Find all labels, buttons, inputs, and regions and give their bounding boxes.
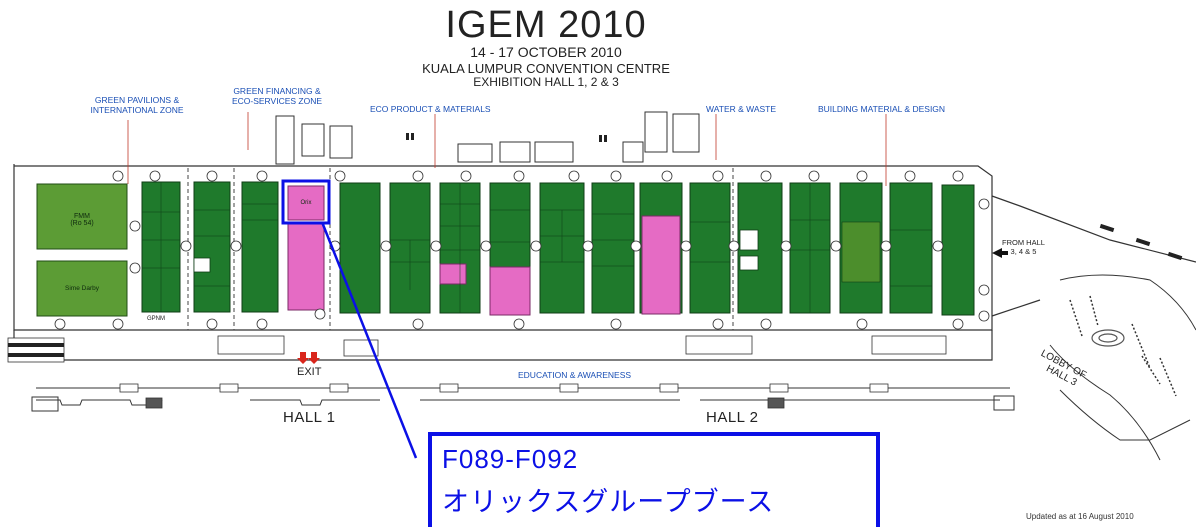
escalator-label: ESCALATOR <box>16 349 46 355</box>
from-hall-label: FROM HALL 3, 4 & 5 <box>1002 238 1045 256</box>
updated-note: Updated as at 16 August 2010 <box>1026 512 1134 521</box>
booth-fmm-number: (Ro 54) <box>70 220 94 227</box>
zone-water-waste: WATER & WASTE <box>706 104 777 114</box>
hall-1-label: HALL 1 <box>283 409 336 426</box>
zone-green-financing: GREEN FINANCING & ECO-SERVICES ZONE <box>222 86 332 106</box>
booth-sime-darby-label: Sime Darby <box>65 285 99 292</box>
zone-green-pavilions: GREEN PAVILIONS & INTERNATIONAL ZONE <box>82 95 192 115</box>
booth-fmm-name: FMM <box>74 213 90 220</box>
booth-gpnm-label: GPNM <box>147 316 165 322</box>
from-hall-line1: FROM HALL <box>1002 238 1045 247</box>
booth-fmm <box>36 183 128 250</box>
zone-eco-product: ECO PRODUCT & MATERIALS <box>370 104 491 114</box>
zone-green-financing-line2: ECO-SERVICES ZONE <box>231 96 323 106</box>
event-title: IGEM 2010 <box>445 4 647 46</box>
zone-green-pavilions-line1: GREEN PAVILIONS & <box>94 95 180 105</box>
zone-green-pavilions-line2: INTERNATIONAL ZONE <box>90 105 184 115</box>
exit-label: EXIT <box>297 366 322 378</box>
zone-building-material: BUILDING MATERIAL & DESIGN <box>818 104 946 114</box>
callout-booth-text: オリックスグループブース <box>442 487 775 518</box>
event-dates: 14 - 17 OCTOBER 2010 <box>470 44 622 60</box>
callout-booth-code: F089-F092 <box>442 444 579 474</box>
event-venue: KUALA LUMPUR CONVENTION CENTRE <box>422 61 670 76</box>
event-halls: EXHIBITION HALL 1, 2 & 3 <box>473 75 619 89</box>
booth-fmm-label: FMM (Ro 54) <box>37 213 127 227</box>
zone-green-financing-line1: GREEN FINANCING & <box>233 86 321 96</box>
education-awareness-label: EDUCATION & AWARENESS <box>518 370 632 380</box>
callout-box <box>428 432 880 527</box>
hall-2-label: HALL 2 <box>706 409 759 426</box>
booth-orix <box>287 185 325 221</box>
booth-sime-darby <box>36 260 128 317</box>
booth-orix-label: Orix <box>300 200 312 206</box>
from-hall-line2: 3, 4 & 5 <box>1010 247 1037 256</box>
